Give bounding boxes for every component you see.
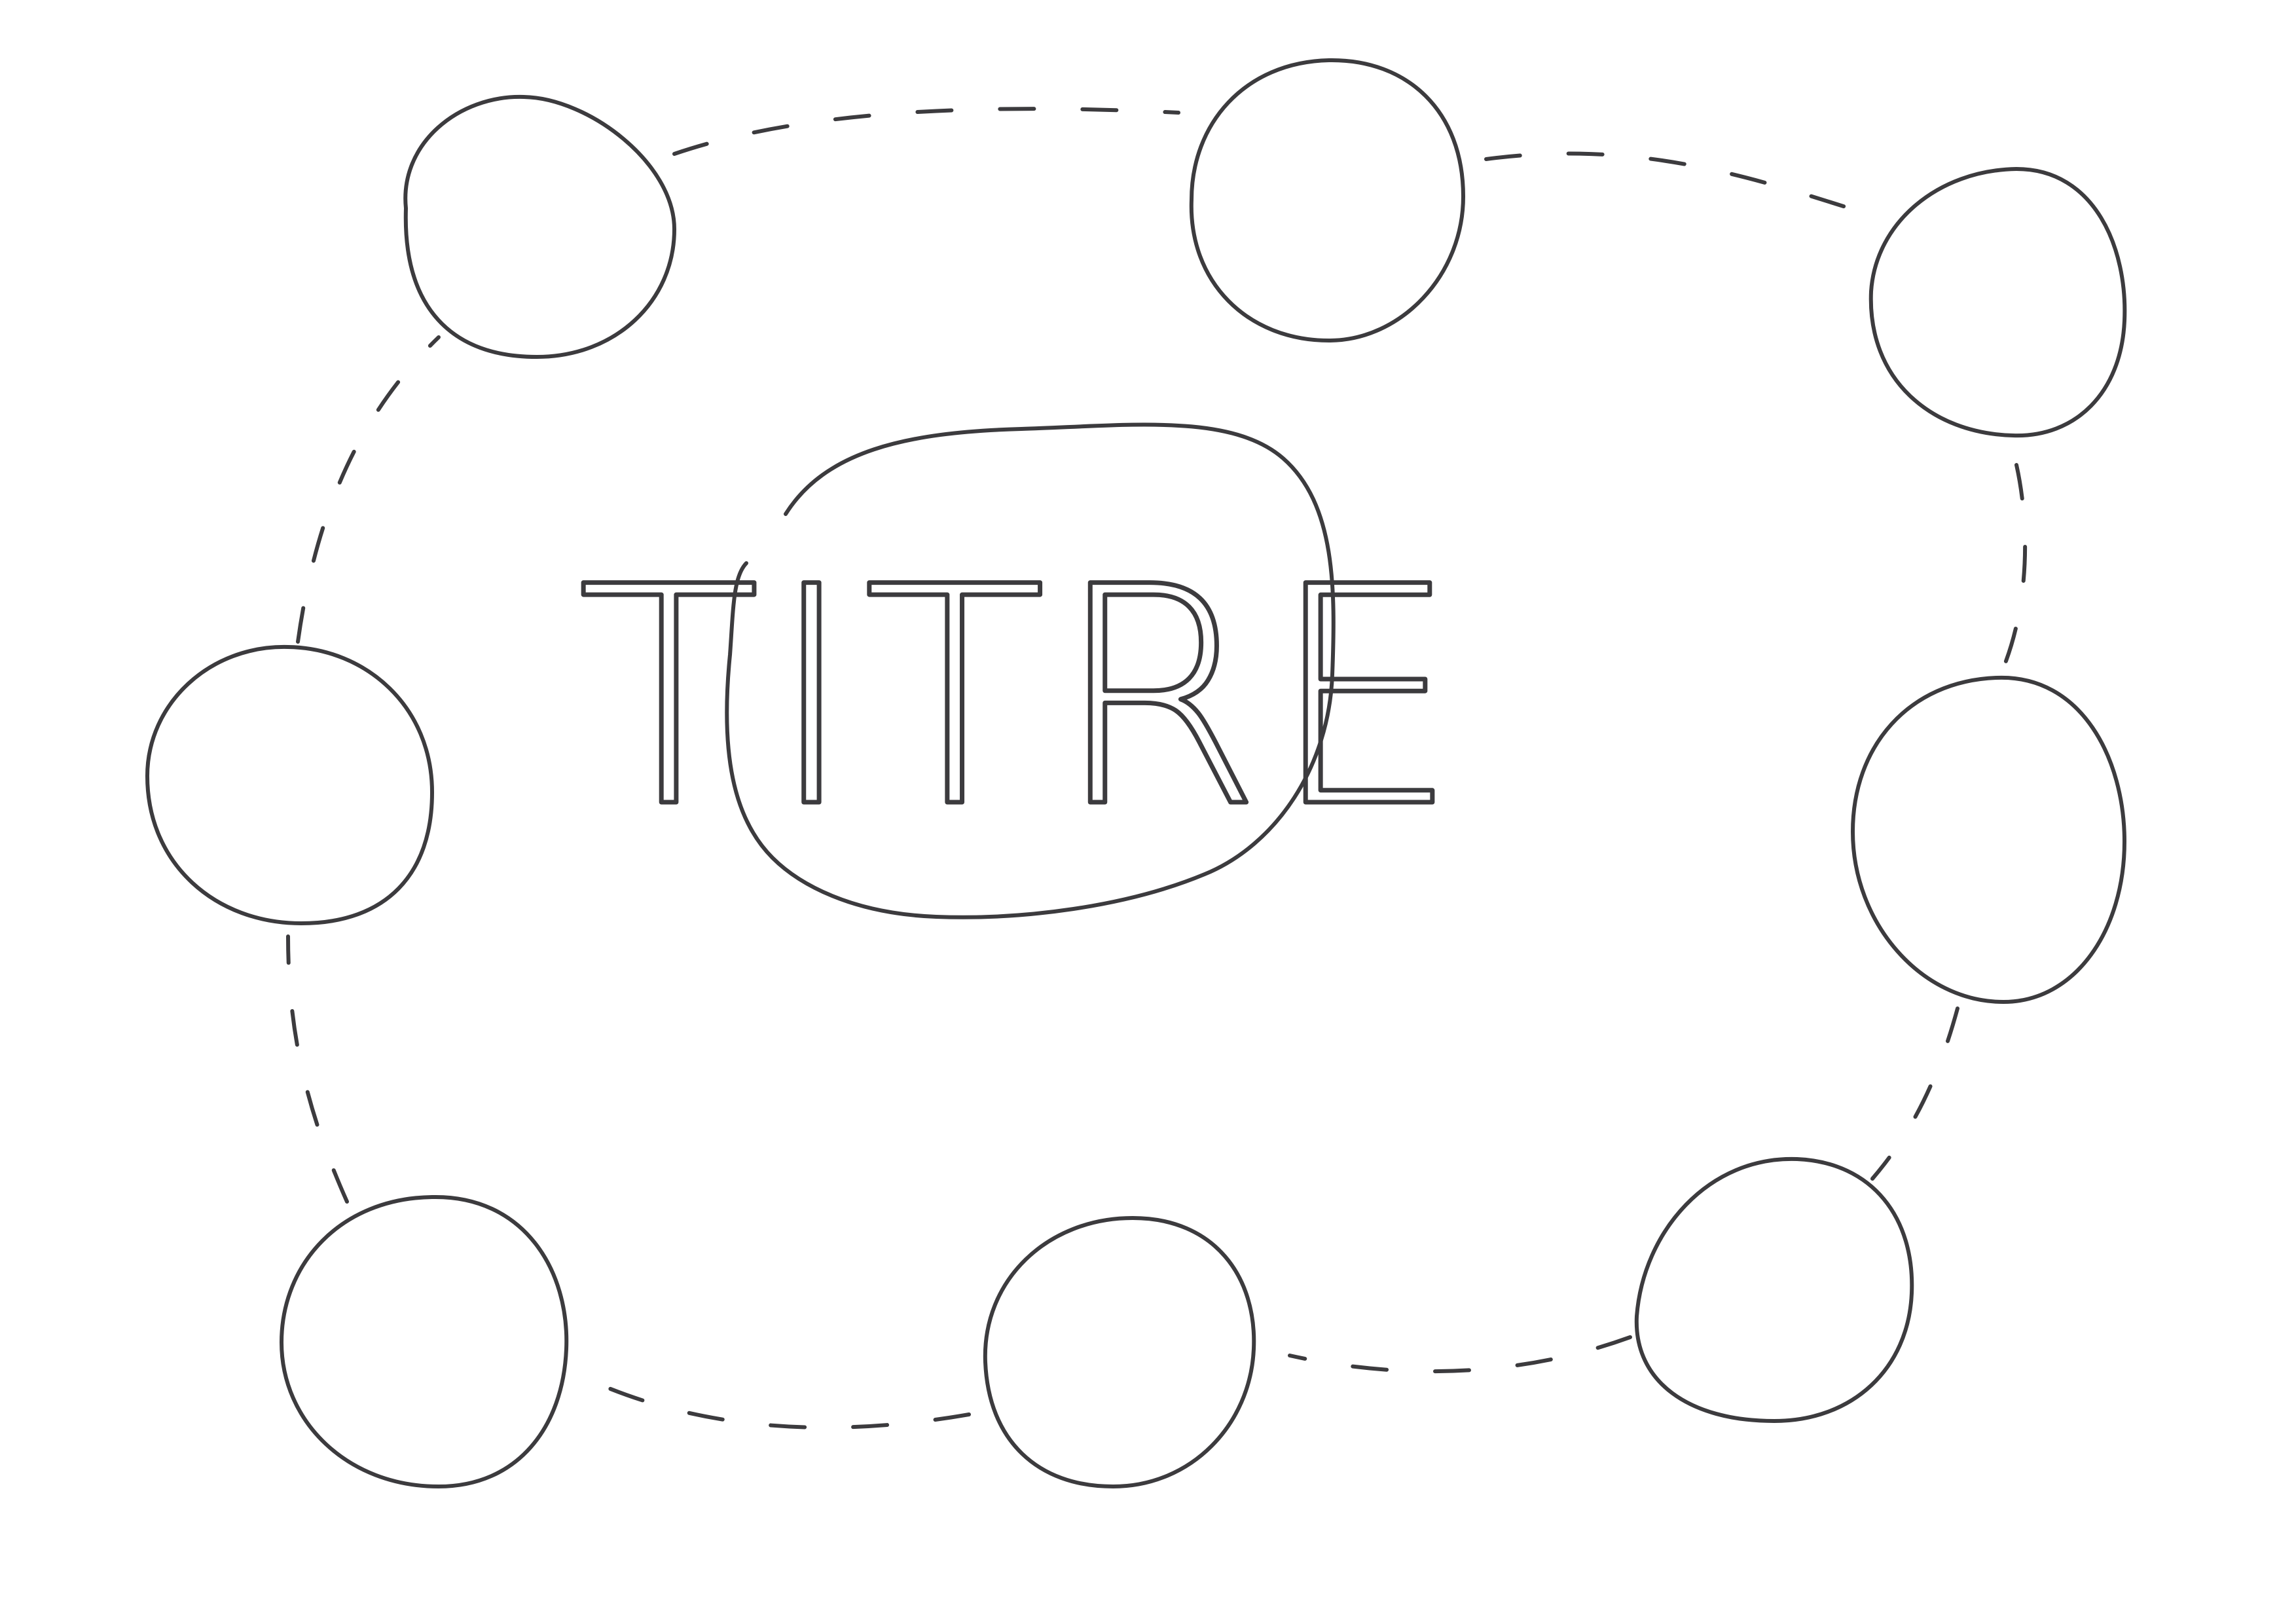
node-4 — [1851, 675, 2126, 1004]
connector-4-5 — [1870, 1006, 1959, 1181]
connector-1-2 — [672, 107, 1180, 156]
nodes — [145, 58, 2127, 1488]
connector-6-7 — [574, 1372, 971, 1430]
node-7 — [280, 1194, 569, 1488]
node-1 — [403, 94, 676, 359]
connector-8-1 — [296, 335, 441, 644]
node-8 — [145, 644, 434, 925]
connector-2-3 — [1484, 151, 1887, 221]
title-bubble-outline — [725, 422, 1336, 919]
node-3 — [1868, 167, 2127, 438]
connector-3-4 — [2001, 463, 2028, 670]
title-bubble: TITRE — [575, 422, 1466, 919]
connectors — [286, 107, 2028, 1430]
title-text: TITRE — [577, 523, 1466, 874]
node-2 — [1189, 58, 1465, 342]
connector-7-8 — [286, 934, 349, 1204]
node-6 — [983, 1216, 1256, 1488]
node-5 — [1634, 1156, 1914, 1423]
connector-5-6 — [1288, 1335, 1632, 1374]
